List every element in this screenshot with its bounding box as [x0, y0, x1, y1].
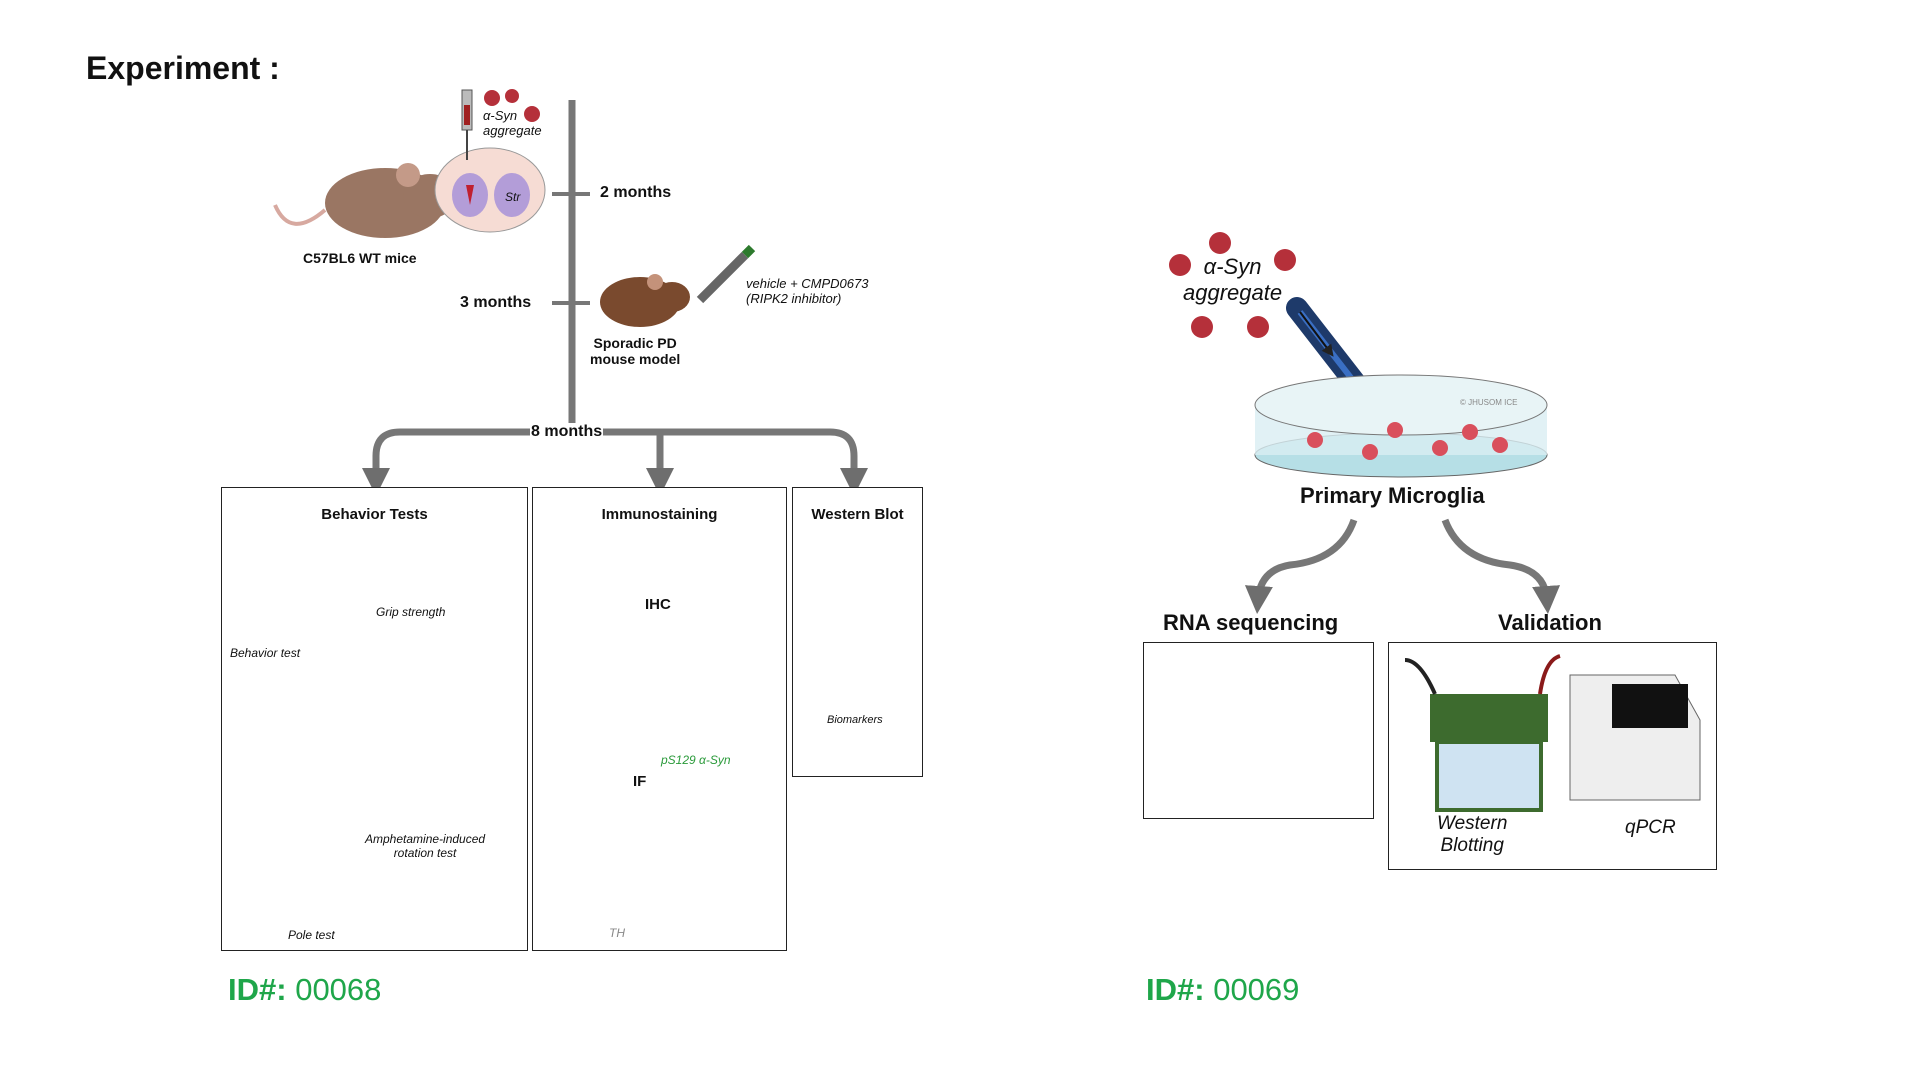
grip-strength-label: Grip strength — [376, 605, 446, 619]
qpcr-label: qPCR — [1625, 817, 1676, 838]
syringe-icon-2 — [696, 244, 756, 304]
behavior-tests-title: Behavior Tests — [321, 506, 428, 523]
id-right-number: 00069 — [1213, 972, 1300, 1007]
model-label: Sporadic PD mouse model — [590, 335, 681, 367]
wt-mouse-icon — [273, 163, 457, 238]
aggregate-arrow — [1299, 311, 1334, 357]
immunostaining-title: Immunostaining — [601, 506, 718, 523]
ihc-label: IHC — [645, 596, 671, 613]
str-label: Str — [505, 190, 521, 204]
page-title: Experiment : — [86, 50, 280, 86]
western-blot-illustration-right — [1404, 654, 1561, 812]
time-3-months: 3 months — [460, 294, 532, 311]
id-left: ID#: 00068 — [228, 972, 381, 1008]
syn-aggregate-icons-1 — [484, 89, 540, 122]
time-2-months: 2 months — [600, 184, 672, 201]
validation-label: Validation — [1498, 610, 1602, 635]
mice-label: C57BL6 WT mice — [303, 250, 417, 266]
western-blot-title: Western Blot — [811, 506, 904, 523]
branch-arrow-western — [615, 428, 868, 496]
branch-arrow-behavior — [362, 428, 530, 496]
time-8-months: 8 months — [530, 423, 604, 441]
primary-microglia-label: Primary Microglia — [1300, 483, 1485, 508]
behavior-tests-panel: Behavior Tests Grip strength Behavior te… — [221, 487, 528, 951]
injection-label: α-Syn aggregate — [483, 108, 542, 138]
western-blotting-label: Western Blotting — [1437, 813, 1508, 856]
treatment-label: vehicle + CMPD0673 (RIPK2 inhibitor) — [746, 276, 869, 306]
arrow-to-validation — [1441, 518, 1561, 614]
validation-panel: Western Blotting qPCR — [1388, 642, 1717, 870]
if-label: IF — [633, 773, 647, 790]
immunostaining-panel: Immunostaining IHC pS129 α-Syn IF TH — [532, 487, 787, 951]
watermark-label: © JHUSOM ICE — [1460, 398, 1518, 407]
id-left-number: 00068 — [295, 972, 382, 1007]
th-label: TH — [609, 926, 625, 940]
biomarkers-label: Biomarkers — [827, 714, 883, 726]
qpcr-machine-icon — [1569, 674, 1701, 801]
aggregate-label: α-Syn aggregate — [1183, 254, 1283, 305]
rna-sequencing-panel — [1143, 642, 1374, 819]
syn-aggregate-icons-2 — [1169, 232, 1296, 338]
syringe-icon-1 — [461, 89, 473, 160]
rotation-test-label: Amphetamine-induced rotation test — [365, 832, 486, 860]
petri-dish-icon — [1254, 374, 1548, 478]
arrow-to-rna — [1244, 518, 1358, 614]
ps129-label: pS129 α-Syn — [661, 753, 731, 767]
behavior-test-label: Behavior test — [230, 646, 301, 660]
brain-section-icon — [434, 147, 546, 233]
id-right-prefix: ID#: — [1146, 972, 1205, 1007]
id-left-prefix: ID#: — [228, 972, 287, 1007]
pole-test-label: Pole test — [288, 928, 335, 942]
western-blot-panel: Western Blot Biomarkers — [792, 487, 923, 777]
id-right: ID#: 00069 — [1146, 972, 1299, 1008]
pd-mouse-icon — [600, 274, 690, 327]
rna-sequencing-label: RNA sequencing — [1163, 610, 1339, 635]
